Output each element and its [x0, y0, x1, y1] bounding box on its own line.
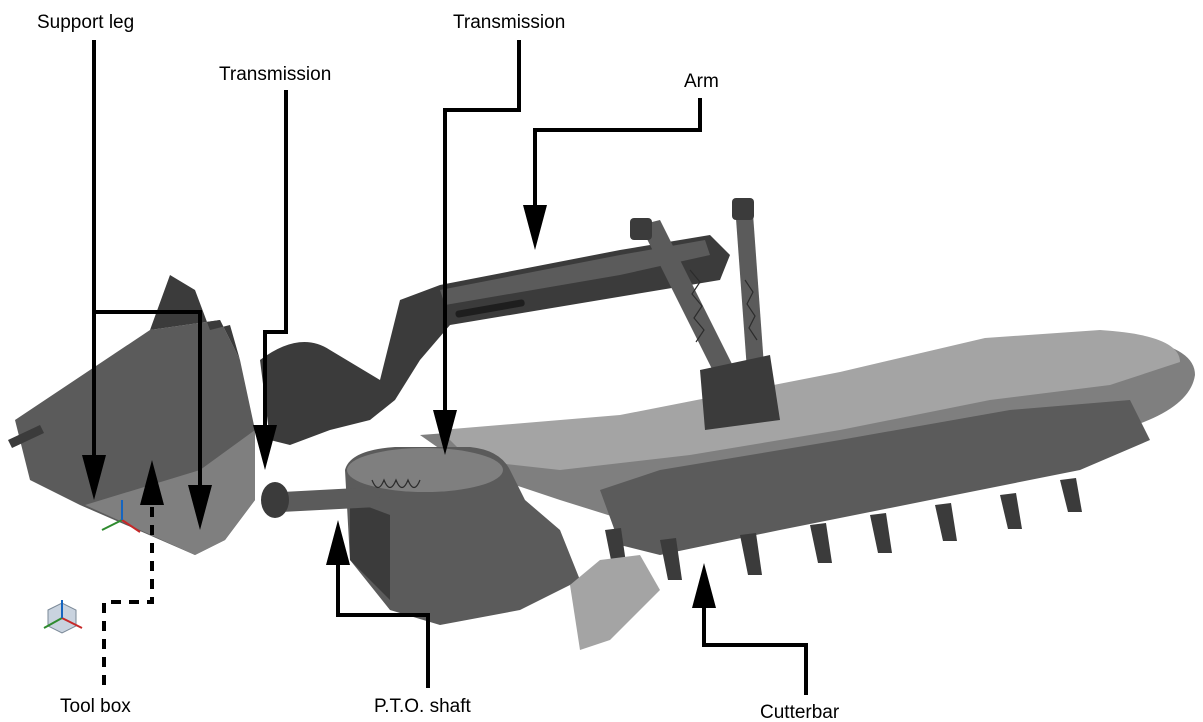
arm-arrowhead [523, 205, 547, 250]
support-leg-arrowhead-right [188, 485, 212, 530]
drum-housing [345, 447, 580, 625]
front-skirt [600, 400, 1150, 555]
leader-lines [82, 40, 808, 695]
drum-top [347, 448, 503, 492]
coordinate-axes-icon [101, 500, 141, 533]
pto-shaft-arrowhead [326, 520, 350, 565]
support-leg-label: Support leg [37, 12, 134, 33]
tool-box-arrowhead [140, 460, 164, 505]
hitch-pin [8, 425, 44, 448]
transmission-top-label: Transmission [453, 12, 565, 33]
view-cube-icon [43, 600, 83, 634]
cutterbar-leader [702, 608, 808, 695]
transmission-top-arrowhead [433, 410, 457, 455]
mower-illustration [8, 198, 1195, 650]
transmission-top-leader [443, 40, 521, 410]
cutterbar-knives [605, 478, 1082, 580]
pto-shaft-label: P.T.O. shaft [374, 696, 472, 717]
cutterbar-label: Cutterbar [760, 702, 840, 722]
pto-shaft-leader [336, 565, 430, 688]
pto-spring [371, 478, 421, 489]
support-leg-arrowhead-left [82, 455, 106, 500]
suspension-linkage [630, 198, 780, 430]
tool-box-label: Tool box [60, 696, 131, 717]
arm-label: Arm [684, 71, 719, 92]
arm-boom [260, 235, 730, 445]
pto-shaft-coupler [261, 482, 289, 518]
tool-box-leader [102, 505, 154, 685]
transmission-left-label: Transmission [219, 64, 331, 85]
headstock-upper [150, 275, 240, 360]
labels: Support leg Transmission Transmission Ar… [37, 12, 840, 722]
support-leg-leader-branch [94, 310, 202, 485]
drum-shield [570, 555, 660, 650]
transmission-left-arrowhead [253, 425, 277, 470]
transmission-left-leader [263, 90, 288, 425]
arm-slot [455, 299, 525, 318]
cutterbar-deck-top [440, 330, 1180, 470]
drum-side-panel [350, 500, 390, 600]
cutterbar-arrowhead [692, 563, 716, 608]
arm-leader [533, 98, 702, 205]
arm-boom-highlight [440, 240, 710, 305]
pto-shaft-body [269, 487, 381, 513]
